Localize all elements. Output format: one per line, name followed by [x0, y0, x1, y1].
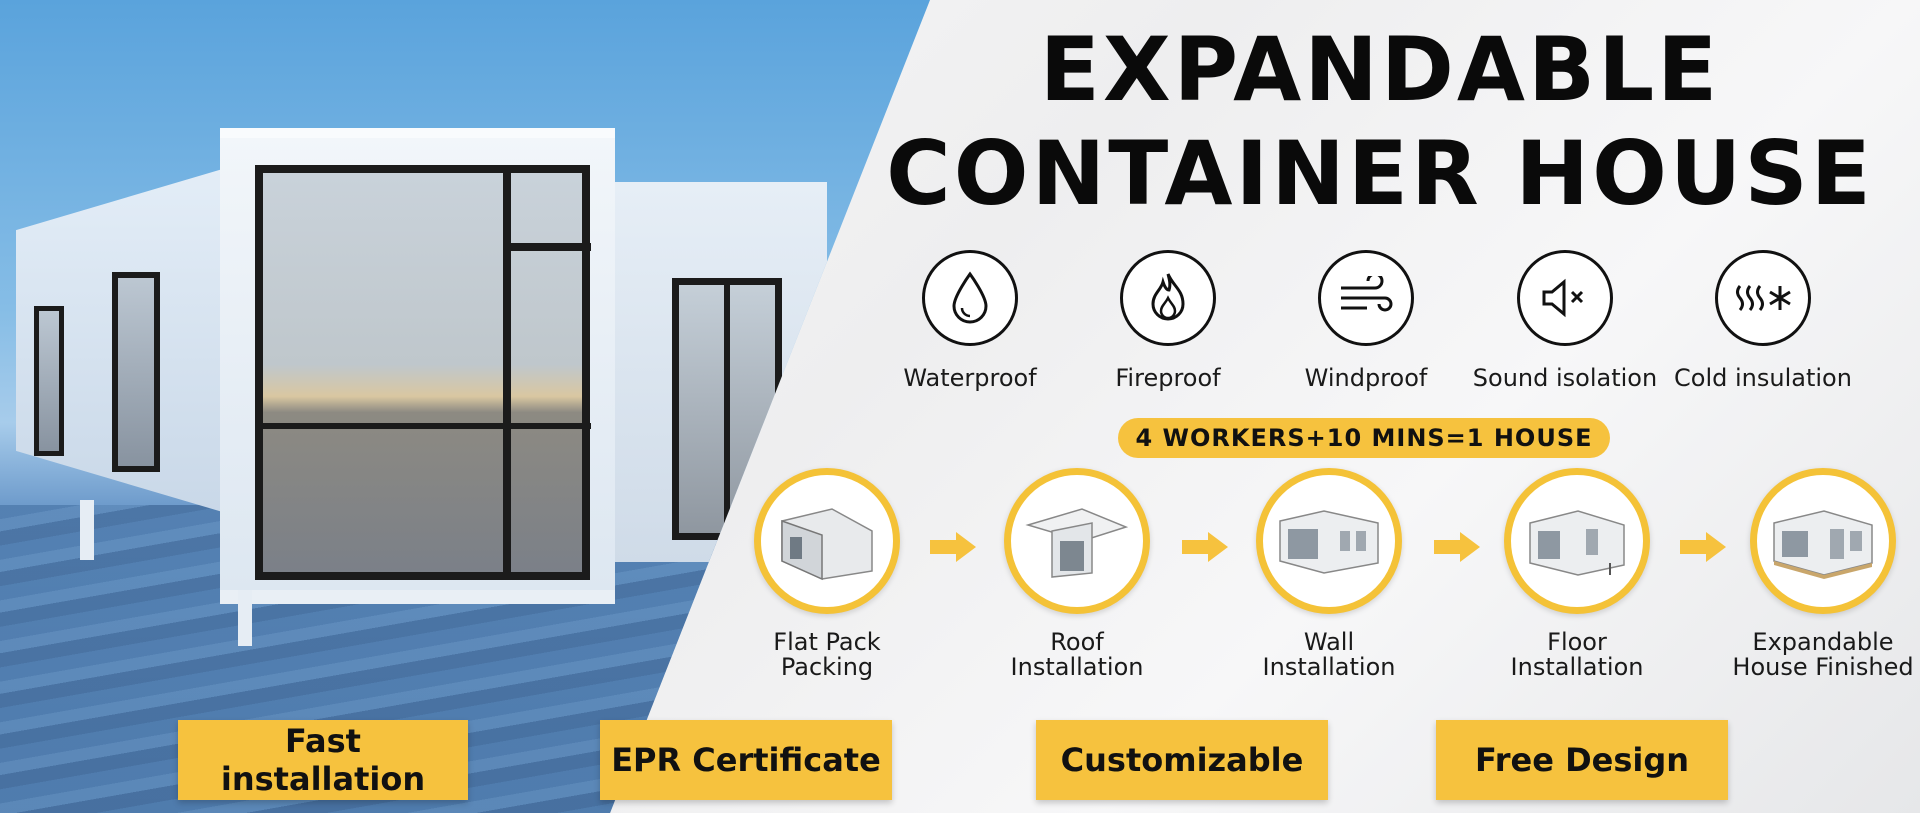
- feature-fireproof: Fireproof: [1068, 250, 1268, 392]
- house-support-leg: [238, 590, 252, 646]
- side-window-small: [34, 306, 64, 456]
- panoramic-window: [255, 165, 591, 580]
- fast-installation-button[interactable]: Fast installation: [178, 720, 468, 800]
- feature-label: Waterproof: [903, 364, 1037, 392]
- feature-label: Cold insulation: [1674, 364, 1852, 392]
- wind-icon: [1318, 250, 1414, 346]
- title-line-2: CONTAINER HOUSE: [886, 122, 1874, 225]
- customizable-button[interactable]: Customizable: [1036, 720, 1328, 800]
- water-drop-icon: [922, 250, 1018, 346]
- side-window: [112, 272, 160, 472]
- arrow-right-icon: [928, 530, 978, 568]
- arrow-right-icon: [1180, 530, 1230, 568]
- arrow-right-icon: [1432, 530, 1482, 568]
- feature-label: Fireproof: [1115, 364, 1221, 392]
- workers-tagline-badge: 4 WORKERS+10 MINS=1 HOUSE: [1118, 418, 1610, 458]
- title-line-1: EXPANDABLE: [1039, 18, 1721, 121]
- page-title: EXPANDABLE CONTAINER HOUSE: [880, 18, 1880, 226]
- flame-icon: [1120, 250, 1216, 346]
- wall-installation-image: [1256, 468, 1402, 614]
- roof-installation-image: [1004, 468, 1150, 614]
- feature-label: Sound isolation: [1472, 364, 1658, 392]
- feature-sound-isolation: Sound isolation: [1465, 250, 1665, 392]
- speaker-mute-icon: [1517, 250, 1613, 346]
- house-finished-image: [1750, 468, 1896, 614]
- feature-windproof: Windproof: [1266, 250, 1466, 392]
- feature-cold-insulation: Cold insulation: [1663, 250, 1863, 392]
- house-support-leg: [80, 500, 94, 560]
- arrow-right-icon: [1678, 530, 1728, 568]
- feature-label: Windproof: [1304, 364, 1428, 392]
- free-design-button[interactable]: Free Design: [1436, 720, 1728, 800]
- house-roof-edge: [220, 128, 615, 138]
- flat-pack-image: [754, 468, 900, 614]
- heat-snowflake-icon: [1715, 250, 1811, 346]
- epr-certificate-button[interactable]: EPR Certificate: [600, 720, 892, 800]
- floor-installation-image: [1504, 468, 1650, 614]
- feature-waterproof: Waterproof: [870, 250, 1070, 392]
